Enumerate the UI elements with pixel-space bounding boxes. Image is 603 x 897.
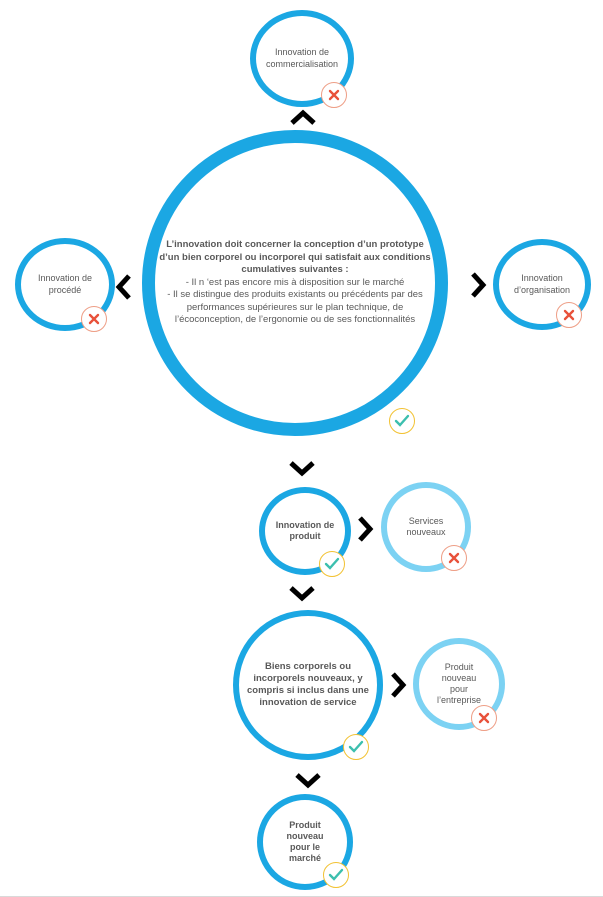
node-label: Produit nouveau pour l’entreprise	[436, 661, 482, 706]
node-label: Innovation d’organisation	[513, 273, 571, 295]
cross-icon	[328, 89, 340, 101]
check-badge	[389, 408, 415, 434]
check-icon	[324, 557, 340, 570]
node-label: Biens corporels ou incorporels nouveaux,…	[247, 661, 369, 708]
cross-badge	[441, 545, 467, 571]
cross-badge	[556, 302, 582, 328]
check-badge	[343, 734, 369, 760]
main-bullet-2: - Il se distingue des produits existants…	[167, 289, 423, 326]
check-icon	[348, 740, 364, 753]
node-label: Produit nouveau pour le marché	[286, 819, 324, 864]
node-label: Innovation de produit	[275, 519, 335, 541]
chevron-right-icon	[391, 672, 407, 698]
cross-icon	[563, 309, 575, 321]
chevron-down-icon	[289, 461, 315, 477]
cross-icon	[88, 313, 100, 325]
main-definition-circle: L’innovation doit concerner la conceptio…	[142, 130, 448, 436]
cross-badge	[81, 306, 107, 332]
chevron-right-icon	[358, 516, 374, 542]
node-label: Innovation de procédé	[37, 273, 93, 295]
check-icon	[328, 868, 344, 881]
cross-icon	[448, 552, 460, 564]
check-icon	[394, 414, 410, 427]
cross-icon	[478, 712, 490, 724]
node-innovation-commercialisation: Innovation de commercialisation	[250, 10, 354, 107]
check-badge	[319, 551, 345, 577]
main-lead: L’innovation doit concerner la conceptio…	[159, 239, 431, 276]
node-biens-corporels: Biens corporels ou incorporels nouveaux,…	[233, 610, 383, 760]
main-definition-text: L’innovation doit concerner la conceptio…	[155, 239, 435, 327]
chevron-up-icon	[290, 109, 316, 125]
chevron-right-icon	[471, 272, 487, 298]
node-label: Innovation de commercialisation	[265, 47, 339, 69]
chevron-down-icon	[295, 773, 321, 789]
chevron-left-icon	[115, 274, 131, 300]
cross-badge	[321, 82, 347, 108]
check-badge	[323, 862, 349, 888]
node-label: Services nouveaux	[406, 515, 446, 537]
main-bullet-1: - Il n ‘est pas encore mis à disposition…	[185, 276, 405, 288]
chevron-down-icon	[289, 586, 315, 602]
cross-badge	[471, 705, 497, 731]
